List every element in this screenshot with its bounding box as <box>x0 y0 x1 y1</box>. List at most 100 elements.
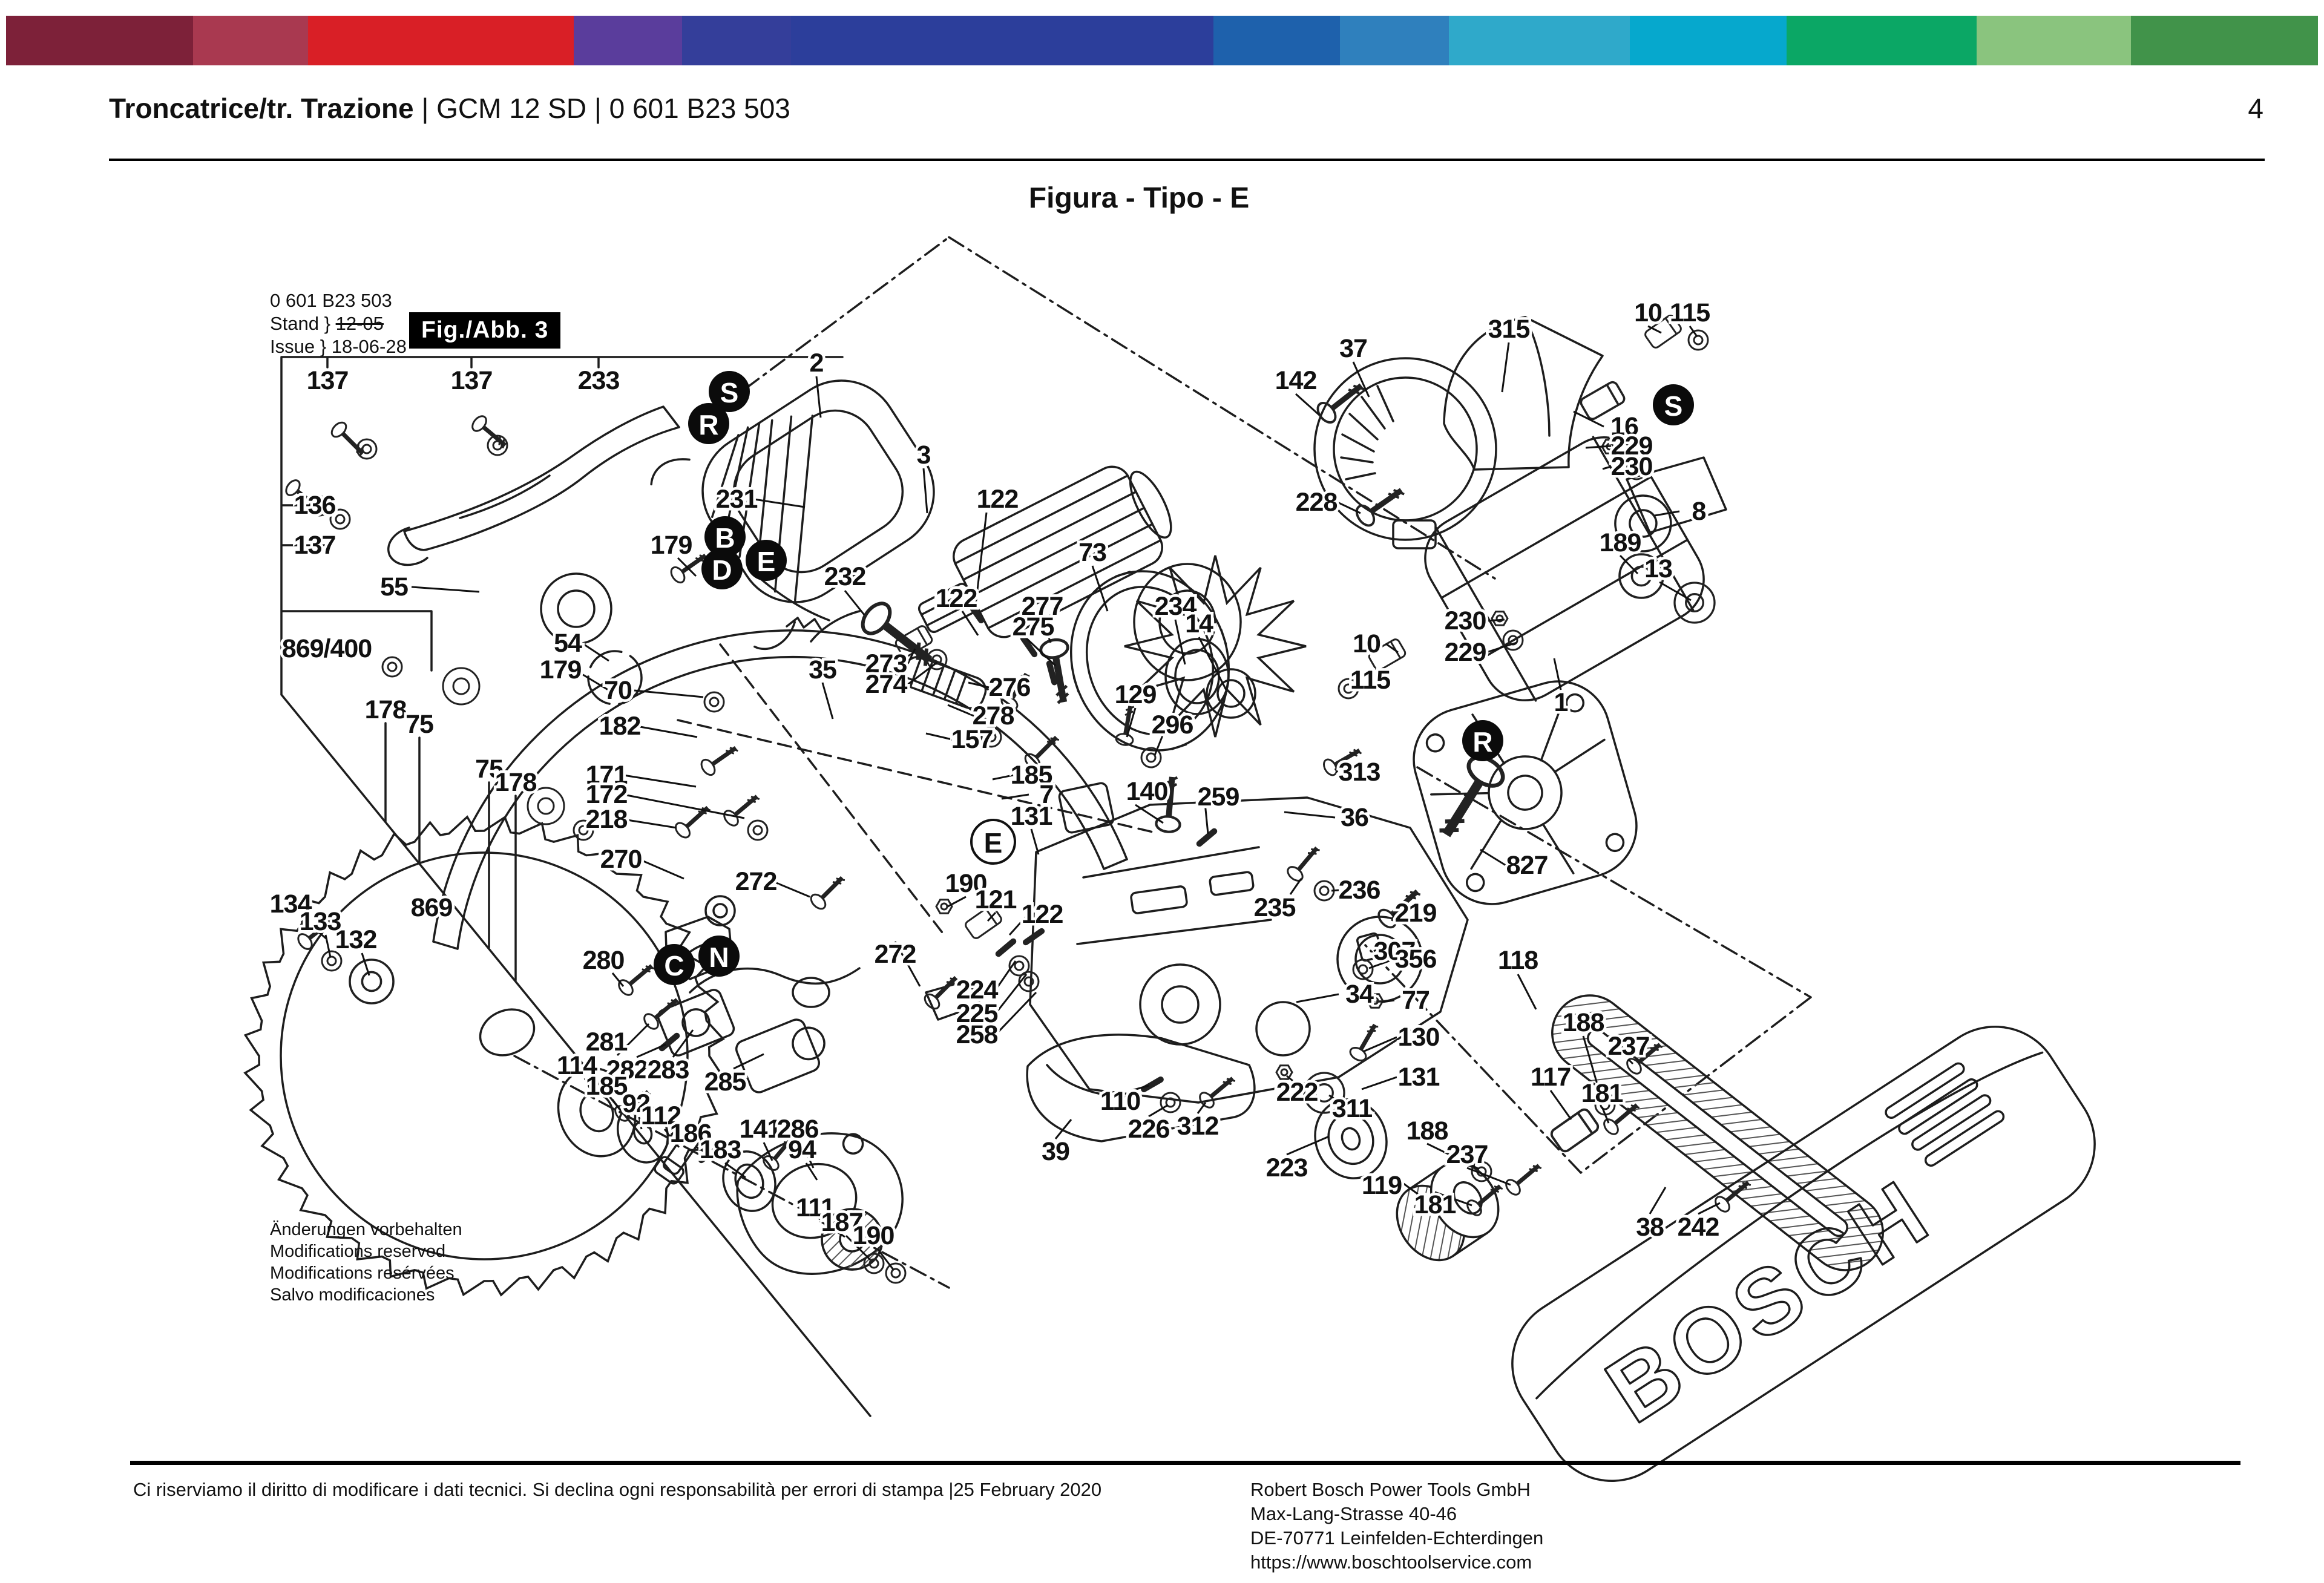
tool-name: Troncatrice/tr. Trazione <box>109 93 414 124</box>
part-label-228: 228 <box>1296 488 1338 517</box>
section-badge-R: R <box>688 403 729 444</box>
part-label-10: 10 <box>1634 298 1662 327</box>
document-header: Troncatrice/tr. Trazione | GCM 12 SD | 0… <box>109 92 790 125</box>
leader-line <box>1008 916 1027 936</box>
part-label-232: 232 <box>824 562 866 591</box>
section-badge-D: D <box>701 548 743 589</box>
color-bar-segment <box>1787 16 1977 65</box>
part-label-131: 131 <box>1398 1063 1440 1092</box>
leader-line <box>1198 637 1227 690</box>
leader-line <box>724 1162 746 1179</box>
cyl-glyph <box>1550 1108 1600 1153</box>
disc-glyph <box>442 667 481 706</box>
svg-text:B: B <box>715 522 735 554</box>
part-label-285: 285 <box>704 1067 746 1096</box>
part-label-272: 272 <box>875 940 916 969</box>
leader-line <box>1391 1174 1424 1199</box>
part-label-229: 229 <box>1445 638 1486 667</box>
leader-line <box>638 1116 643 1130</box>
screw-glyph <box>1349 1023 1379 1061</box>
part-label-230: 230 <box>1445 606 1486 635</box>
leader-line <box>616 1023 650 1057</box>
part-label-188: 188 <box>1407 1116 1448 1145</box>
drive-gear <box>821 1208 884 1271</box>
part-label-313: 313 <box>1339 758 1380 787</box>
part-label-270: 270 <box>600 845 642 874</box>
part-label-231: 231 <box>716 485 758 514</box>
part-label-92: 92 <box>622 1089 650 1118</box>
part-label-122: 122 <box>977 485 1019 514</box>
color-bar-segment <box>1448 16 1630 65</box>
part-label-312: 312 <box>1177 1112 1219 1141</box>
leader-line <box>1334 768 1339 773</box>
part-label-157: 157 <box>951 725 993 754</box>
svg-text:R: R <box>1472 726 1492 758</box>
screw-glyph <box>1000 672 1030 710</box>
gear-housing <box>1029 796 1469 1104</box>
washer-glyph <box>381 656 403 678</box>
footer-city: DE-70771 Leinfelden-Echterdingen <box>1250 1527 1544 1549</box>
belt-cover: BOSCH <box>1511 1026 2096 1482</box>
washer-glyph <box>321 950 343 972</box>
slide-block <box>1356 932 1383 962</box>
footer-rule <box>130 1461 2240 1465</box>
footer-url: https://www.boschtoolservice.com <box>1250 1552 1532 1573</box>
leader-line <box>1154 724 1168 756</box>
part-label-112: 112 <box>641 1101 681 1130</box>
part-label-280: 280 <box>583 946 625 975</box>
leader-line <box>1126 707 1137 738</box>
part-label-237: 237 <box>1446 1140 1488 1169</box>
leader-line <box>1654 510 1680 517</box>
leader-line <box>672 1029 694 1058</box>
washer-glyph <box>1313 880 1335 902</box>
leader-line <box>611 1099 622 1112</box>
screw-glyph <box>700 746 738 776</box>
washer-glyph <box>1160 1092 1181 1113</box>
part-label-178: 178 <box>495 768 537 797</box>
leader-line <box>1030 828 1040 855</box>
washer-glyph <box>980 726 1002 748</box>
part-label-186: 186 <box>670 1119 712 1148</box>
part-label-129: 129 <box>1115 680 1157 709</box>
part-label-235: 235 <box>1254 893 1296 922</box>
leader-line <box>994 991 1037 1036</box>
color-bar-segment <box>1977 16 2131 65</box>
brush-holder-wire <box>758 577 861 643</box>
part-label-827: 827 <box>1506 851 1548 880</box>
disc-glyph <box>527 787 565 825</box>
saw-blade-inner-ring <box>280 851 689 1260</box>
part-label-242: 242 <box>1678 1213 1719 1242</box>
part-label-171: 171 <box>586 761 628 790</box>
part-label-234: 234 <box>1155 592 1197 621</box>
screw-glyph <box>297 919 335 950</box>
part-label-75: 75 <box>475 755 503 784</box>
leader-line <box>623 774 697 788</box>
screw-glyph <box>1323 748 1362 776</box>
leader-line <box>947 896 967 908</box>
part-label-275: 275 <box>1013 612 1054 641</box>
part-label-189: 189 <box>1600 528 1641 557</box>
washer-glyph <box>356 438 378 460</box>
svg-text:C: C <box>664 950 684 982</box>
part-label-10: 10 <box>1353 629 1380 658</box>
fan-cover <box>1313 357 1497 549</box>
leader-line <box>1689 326 1698 337</box>
pin-glyph <box>1020 635 1038 658</box>
leader-line <box>1619 554 1639 575</box>
leader-line <box>582 642 609 662</box>
figure-issue-line: Issue } 18-06-28 <box>270 336 407 357</box>
part-label-278: 278 <box>973 701 1014 730</box>
screw-glyph <box>1377 889 1421 929</box>
leader-line <box>763 1142 773 1161</box>
leader-line <box>1362 1036 1397 1053</box>
leader-line <box>1289 878 1302 895</box>
cyl-glyph <box>1580 381 1626 421</box>
screw-glyph <box>670 554 708 584</box>
part-label-7: 7 <box>1040 780 1054 809</box>
motor-housing <box>1424 436 1705 702</box>
blade-center-hole <box>479 1008 536 1057</box>
leader-line <box>1501 342 1510 393</box>
note-line: Modifications resérvées <box>270 1263 455 1283</box>
leader-line <box>1486 641 1517 654</box>
